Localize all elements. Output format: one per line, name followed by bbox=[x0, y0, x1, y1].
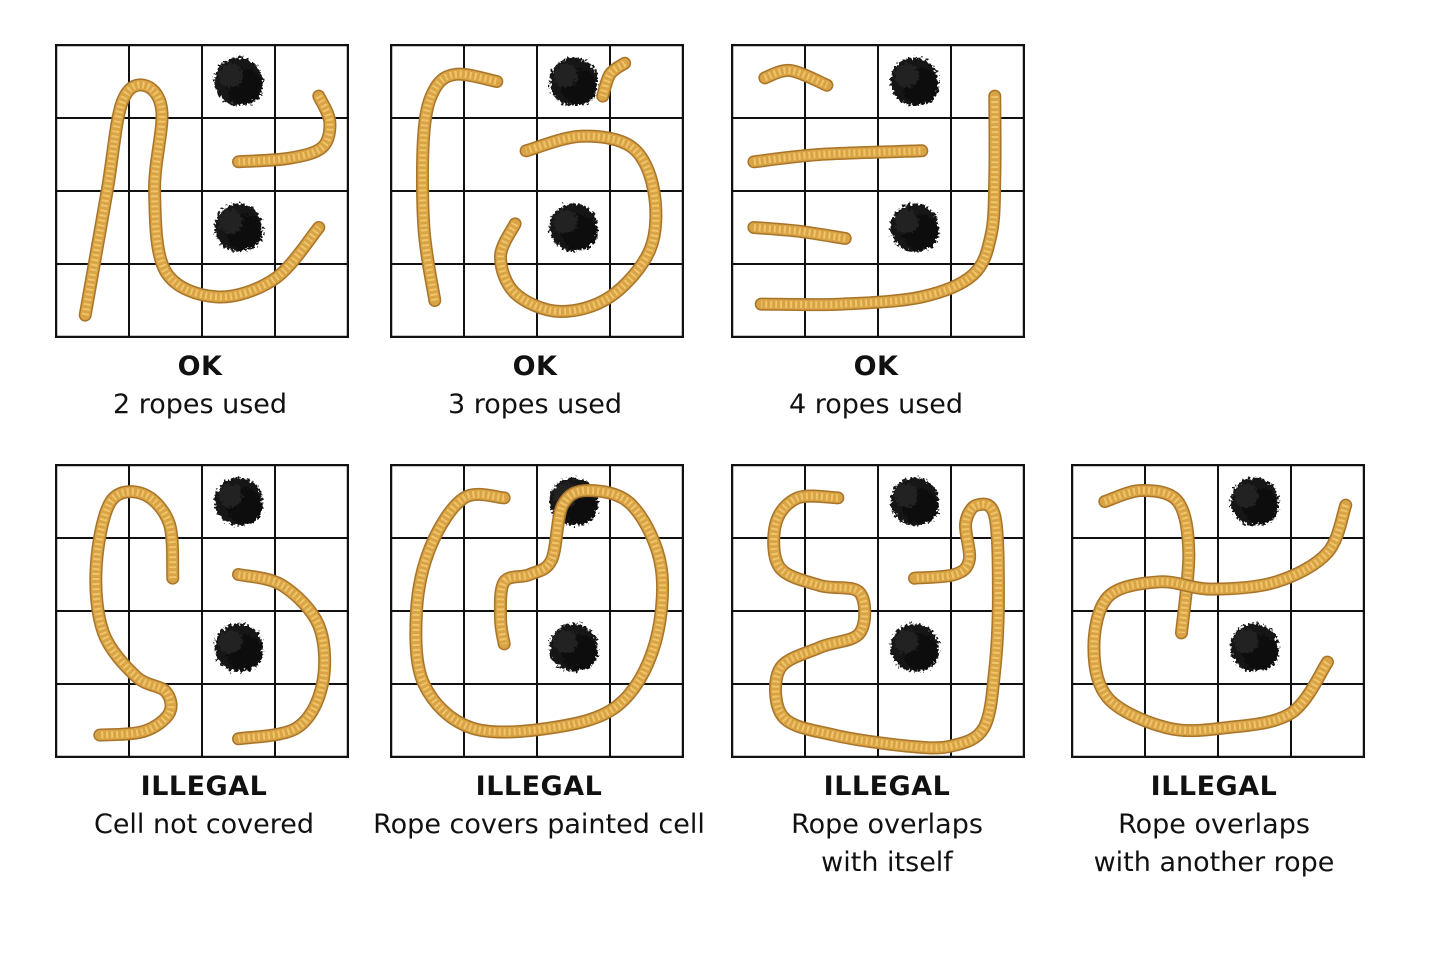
rope bbox=[78, 78, 326, 322]
painted-cell-blob bbox=[549, 623, 598, 672]
painted-cell-blob bbox=[890, 477, 939, 526]
rope bbox=[415, 67, 504, 307]
caption-6: ILLEGAL Rope overlaps with itself bbox=[717, 768, 1057, 882]
verdict-label: ILLEGAL bbox=[1150, 771, 1278, 802]
example-grid-3 bbox=[731, 44, 1025, 338]
painted-cell-blob bbox=[214, 57, 263, 106]
grid-border bbox=[390, 464, 684, 758]
example-grid-4 bbox=[55, 464, 349, 758]
description-label: Cell not covered bbox=[93, 809, 315, 840]
painted-cell-blob bbox=[214, 477, 263, 526]
example-grid-7 bbox=[1071, 464, 1365, 758]
description-label: Rope covers painted cell bbox=[373, 809, 705, 840]
description-label: 3 ropes used bbox=[447, 389, 623, 420]
painted-cell-blob bbox=[1230, 623, 1279, 672]
verdict-label: ILLEGAL bbox=[140, 771, 268, 802]
grid-svg bbox=[390, 44, 684, 338]
description-label: Rope overlaps with itself bbox=[791, 809, 983, 878]
caption-7: ILLEGAL Rope overlaps with another rope bbox=[1044, 768, 1384, 882]
grid-border bbox=[55, 44, 349, 338]
verdict-label: OK bbox=[512, 351, 558, 382]
grid-border bbox=[731, 464, 1025, 758]
description-label: 4 ropes used bbox=[788, 389, 964, 420]
rope bbox=[494, 129, 663, 318]
caption-3: OK 4 ropes used bbox=[706, 348, 1046, 424]
verdict-label: ILLEGAL bbox=[475, 771, 603, 802]
painted-cell-blob bbox=[214, 623, 263, 672]
grid-svg bbox=[55, 464, 349, 758]
rope bbox=[232, 89, 337, 169]
rope bbox=[747, 144, 929, 169]
description-label: Rope overlaps with another rope bbox=[1093, 809, 1335, 878]
rope bbox=[767, 489, 1005, 755]
grid-border bbox=[731, 44, 1025, 338]
caption-4: ILLEGAL Cell not covered bbox=[34, 768, 374, 844]
example-grid-2 bbox=[390, 44, 684, 338]
grid-svg bbox=[1071, 464, 1365, 758]
rope bbox=[409, 484, 670, 739]
grid-svg bbox=[731, 464, 1025, 758]
description-label: 2 ropes used bbox=[112, 389, 288, 420]
grid-border bbox=[390, 44, 684, 338]
rope bbox=[747, 221, 852, 245]
painted-cell-blob bbox=[214, 203, 263, 252]
rope bbox=[1087, 498, 1353, 738]
grid-svg bbox=[390, 464, 684, 758]
grid-svg bbox=[731, 44, 1025, 338]
painted-cell-blob bbox=[549, 203, 598, 252]
verdict-label: OK bbox=[853, 351, 899, 382]
rope bbox=[758, 63, 834, 92]
painted-cell-blob bbox=[549, 57, 598, 106]
rope bbox=[754, 89, 1002, 312]
caption-1: OK 2 ropes used bbox=[30, 348, 370, 424]
example-grid-5 bbox=[390, 464, 684, 758]
caption-5: ILLEGAL Rope covers painted cell bbox=[369, 768, 709, 844]
grid-svg bbox=[55, 44, 349, 338]
rope bbox=[232, 568, 332, 746]
example-grid-6 bbox=[731, 464, 1025, 758]
example-grid-1 bbox=[55, 44, 349, 338]
grid-border bbox=[55, 464, 349, 758]
painted-cell-blob bbox=[1230, 477, 1279, 526]
verdict-label: ILLEGAL bbox=[823, 771, 951, 802]
painted-cell-blob bbox=[890, 57, 939, 106]
rope bbox=[89, 485, 180, 742]
caption-2: OK 3 ropes used bbox=[365, 348, 705, 424]
painted-cell-blob bbox=[890, 203, 939, 252]
painted-cell-blob bbox=[890, 623, 939, 672]
verdict-label: OK bbox=[177, 351, 223, 382]
grid-border bbox=[1071, 464, 1365, 758]
rope bbox=[596, 56, 632, 103]
